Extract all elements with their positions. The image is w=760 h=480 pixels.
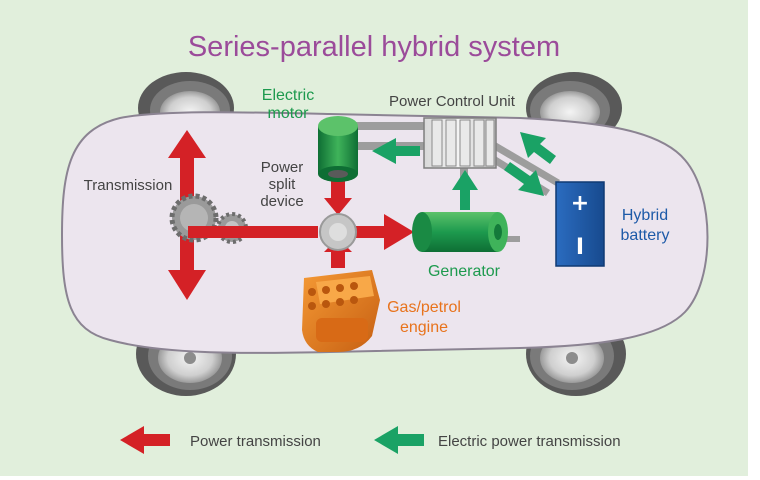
hybrid-battery-label-line1: Hybrid: [622, 207, 668, 224]
gas-engine: [302, 270, 380, 352]
generator-to-pcu-arrow: [452, 170, 478, 190]
hybrid-battery-label-line2: battery: [621, 227, 670, 244]
power-control-unit-label: Power Control Unit: [389, 93, 516, 110]
electric-motor-label-line1: Electric: [262, 87, 314, 104]
legend-label-power: Power transmission: [190, 433, 321, 450]
power-control-unit: [423, 117, 497, 169]
transmission-label: Transmission: [84, 177, 173, 194]
power-split-device: [319, 213, 357, 251]
electric-transmission-arrows: [372, 132, 556, 210]
electric-motor: [318, 116, 358, 182]
electric-motor-label-line2: motor: [268, 105, 310, 122]
battery-to-pcu-arrow: [520, 132, 556, 164]
generator-label: Generator: [428, 263, 501, 280]
axle-arrow-up: [168, 130, 206, 158]
red-arrow-icon: [120, 426, 144, 454]
legend-item-power: Power transmission: [120, 426, 321, 454]
power-split-label-line1: Power: [261, 159, 304, 176]
legend: Power transmission Electric power transm…: [120, 426, 621, 454]
transmission-gears: [169, 193, 258, 244]
pcu-to-battery-arrow: [504, 162, 544, 196]
legend-item-electric: Electric power transmission: [374, 426, 621, 454]
axle-arrow-down: [168, 270, 206, 300]
power-split-label-line2: split: [269, 176, 297, 193]
green-arrow-icon: [374, 426, 398, 454]
engine-label-line1: Gas/petrol: [387, 299, 461, 316]
legend-label-electric: Electric power transmission: [438, 433, 621, 450]
battery-plus-sign: +: [571, 191, 589, 216]
generator: [412, 212, 508, 252]
engine-label-line2: engine: [400, 319, 448, 336]
power-split-label-line3: device: [260, 193, 303, 210]
pcu-to-motor-arrow: [372, 138, 396, 164]
to-generator-arrow: [384, 214, 414, 250]
diagram-title: Series-parallel hybrid system: [188, 31, 560, 63]
hybrid-battery: + I: [555, 181, 605, 267]
battery-minus-sign: I: [576, 235, 584, 260]
